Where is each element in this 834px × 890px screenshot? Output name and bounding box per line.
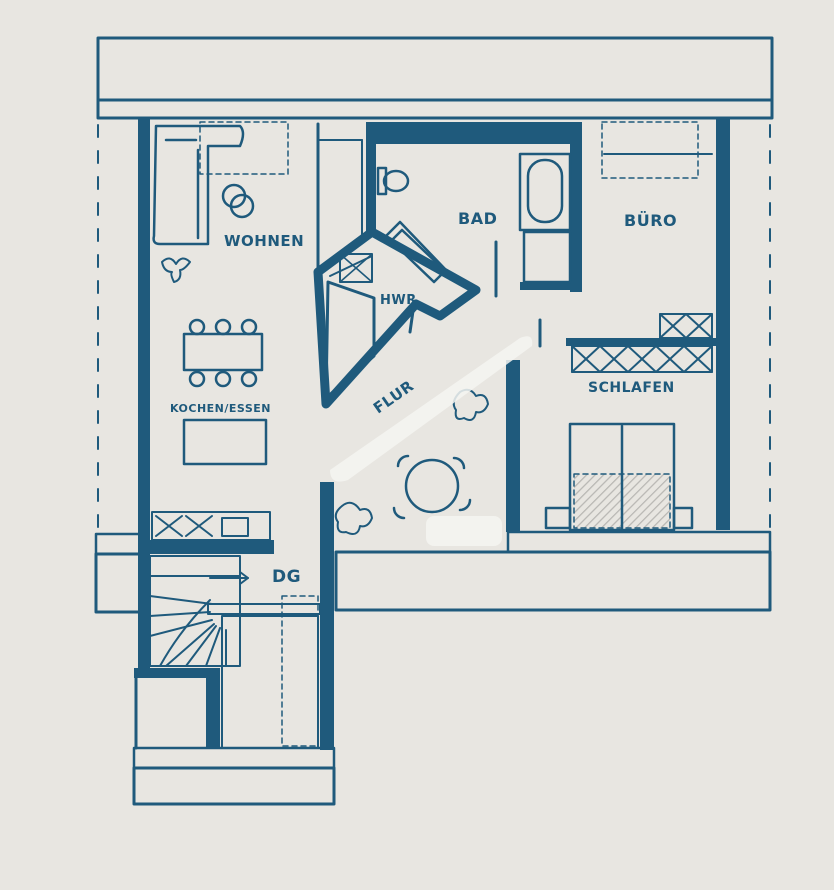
storage-hatch (221, 615, 319, 749)
round-table-icon (392, 454, 472, 520)
bed-icon (544, 422, 694, 532)
wardrobe-icon (571, 313, 713, 373)
window-buero (601, 121, 699, 179)
window-wohnen (199, 121, 289, 175)
kitchen-counter-icon (151, 511, 271, 541)
room-label-kochen-essen: KOCHEN/ESSEN (170, 402, 271, 415)
kitchen-island-icon (182, 418, 268, 466)
plant-icon-flur (452, 388, 489, 421)
shower-icon (384, 220, 448, 284)
room-label-schlafen: SCHLAFEN (588, 380, 675, 396)
roof-eave-bottom-right (334, 530, 772, 612)
roof-eave-top (96, 36, 774, 120)
window-stair (281, 595, 319, 747)
room-label-buero: BÜRO (624, 211, 677, 230)
toilet-icon (376, 166, 410, 196)
roof-eave-stair-bottom (132, 746, 336, 806)
room-label-bad: BAD (458, 209, 497, 228)
room-label-hwr: HWR (380, 293, 417, 308)
staircase-icon (149, 555, 321, 667)
sofa-icon (152, 124, 245, 246)
room-label-wohnen: WOHNEN (224, 232, 304, 250)
interior-walls (150, 122, 716, 554)
coffee-table-icon (221, 183, 255, 219)
room-label-flur: FLUR (370, 377, 417, 418)
floor-label: DG (272, 567, 301, 587)
dashed-roof-lines (97, 124, 771, 531)
dining-table-icon (182, 318, 264, 388)
plant-icon-dg (334, 501, 373, 535)
correction-mark-2 (426, 516, 502, 546)
hwr-wedge (313, 227, 481, 409)
bathtub-icon (518, 152, 572, 284)
roof-eave-bottom-left (94, 532, 142, 614)
correction-mark (330, 336, 533, 482)
plant-icon-wohnen (161, 257, 191, 283)
outer-walls (134, 118, 730, 750)
